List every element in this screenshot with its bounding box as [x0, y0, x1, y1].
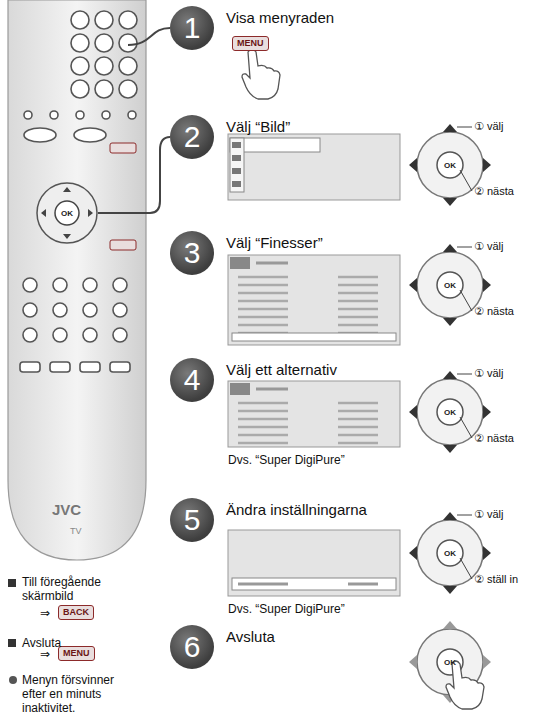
step-title: Välj ett alternativ	[226, 361, 337, 378]
text-label: ⇒	[40, 606, 50, 620]
text-label: ② nästa	[474, 305, 514, 318]
text-label: ② nästa	[474, 432, 514, 445]
text-label: Menyn försvinner efter en minuts inaktiv…	[22, 673, 140, 715]
text-label: ① välj	[474, 240, 503, 253]
text-label: ② ställ in	[474, 573, 518, 586]
step-title: Välj “Bild”	[226, 118, 290, 135]
text-label: Dvs. “Super DigiPure”	[228, 453, 345, 467]
step-number: 5	[184, 505, 201, 535]
button-label: BACK	[63, 607, 89, 618]
text-label: Dvs. “Super DigiPure”	[228, 602, 345, 616]
ok-button-label: OK	[444, 656, 456, 669]
button-label: MENU	[237, 38, 264, 49]
step-number: 3	[184, 238, 201, 268]
step-number-circle: 5Ändra inställningarna	[170, 498, 214, 542]
step-number: 6	[184, 632, 201, 662]
button-label: MENU	[63, 648, 90, 659]
step-number: 4	[184, 365, 201, 395]
step-number-circle: 4Välj ett alternativ	[170, 358, 214, 402]
ok-button-label: OK	[444, 159, 456, 172]
menu-screenshot	[228, 381, 400, 447]
ok-button-label: OK	[61, 207, 73, 220]
text-label: TV	[70, 525, 82, 538]
step-number-circle: 1Visa menyraden	[170, 6, 214, 50]
step-title: Visa menyraden	[226, 9, 334, 26]
ok-button-label: OK	[444, 547, 456, 560]
menu-screenshot	[228, 134, 400, 200]
step-title: Avsluta	[226, 628, 275, 645]
text-label: Till föregående skärmbild	[22, 575, 140, 603]
step-number-circle: 3Välj “Finesser”	[170, 231, 214, 275]
button-badge: MENU	[58, 646, 95, 661]
menu-screenshot	[228, 530, 400, 596]
step-number-circle: 2Välj “Bild”	[170, 115, 214, 159]
text-label: ② nästa	[474, 185, 514, 198]
text-label: ⇒	[40, 647, 50, 661]
text-label: JVC	[52, 503, 81, 516]
step-number: 2	[184, 122, 201, 152]
text-label: ① välj	[474, 508, 503, 521]
ok-button-label: OK	[444, 406, 456, 419]
text-label: ① välj	[474, 120, 503, 133]
menu-screenshot	[228, 255, 400, 345]
button-badge: BACK	[58, 605, 94, 620]
text-label: ① välj	[474, 367, 503, 380]
step-number: 1	[184, 13, 201, 43]
step-number-circle: 6Avsluta	[170, 625, 214, 669]
button-badge: MENU	[232, 36, 269, 51]
ok-button-label: OK	[444, 279, 456, 292]
step-title: Välj “Finesser”	[226, 234, 323, 251]
step-title: Ändra inställningarna	[226, 501, 367, 518]
